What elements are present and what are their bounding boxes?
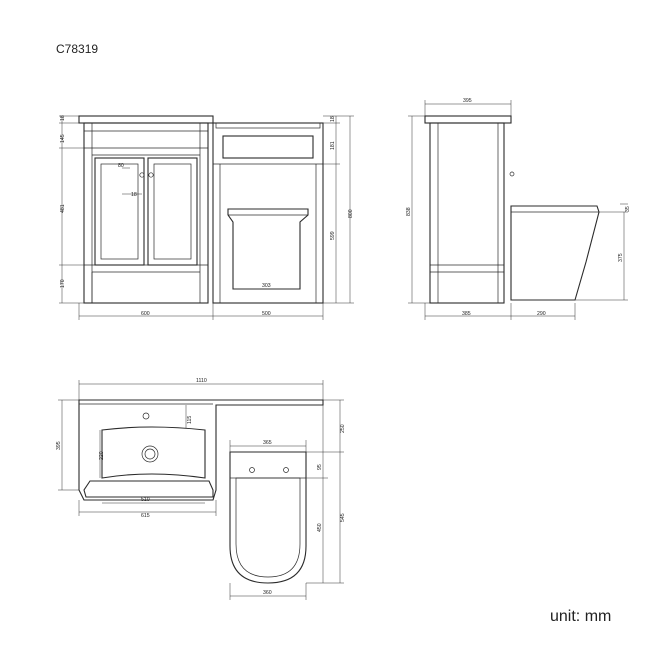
side-cabinet: [429, 122, 505, 304]
dim-pan-rim: 35: [625, 206, 631, 212]
dim-seat-length: 450: [317, 523, 323, 532]
dim-basin-width: 615: [141, 513, 150, 519]
dim-right-top-thickness: 18: [330, 116, 336, 122]
dim-side-height: 838: [406, 207, 412, 216]
dim-door-height: 481: [60, 204, 66, 213]
seat-hinge-left: [249, 467, 255, 473]
plan-view: [58, 380, 344, 600]
dim-overall-height: 800: [348, 209, 354, 218]
dim-toilet-unit-width: 500: [262, 311, 271, 317]
dim-drawer-height: 145: [60, 134, 66, 143]
tap-hole: [142, 412, 150, 420]
dim-basin-depth: 395: [56, 441, 62, 450]
right-door: [147, 157, 198, 266]
dim-unit-width: 600: [141, 311, 150, 317]
dim-seat-offset: 95: [317, 464, 323, 470]
pan-front: [227, 208, 309, 290]
dim-bowl-width: 510: [141, 497, 150, 503]
right-door-knob: [148, 172, 154, 178]
left-door-knob: [139, 172, 145, 178]
product-code: C78319: [56, 42, 99, 56]
basin-bowl: [101, 426, 206, 479]
left-door: [94, 157, 145, 266]
dim-handle-offset: 18: [131, 192, 137, 198]
vanity-body: [83, 122, 209, 304]
dim-pan-height: 375: [618, 253, 624, 262]
vanity-top: [78, 115, 214, 124]
dim-pan-projection: 290: [537, 311, 546, 317]
side-top: [424, 115, 512, 124]
seat-hinge-right: [283, 467, 289, 473]
dim-cabinet-depth: 385: [462, 311, 471, 317]
flush-button: [509, 171, 515, 177]
pan-side: [510, 205, 600, 301]
basin-front: [83, 480, 214, 498]
cistern-panel: [222, 135, 314, 159]
toilet-seat: [229, 451, 307, 584]
side-view: [408, 100, 628, 320]
dim-seat-base-width: 360: [263, 590, 272, 596]
drain-outer: [141, 445, 159, 463]
dim-tap-offset: 115: [187, 416, 193, 424]
drain-inner: [144, 448, 156, 460]
dim-seat-width: 365: [263, 440, 272, 446]
dim-pan-width: 303: [262, 283, 271, 289]
countertop-outline: [78, 399, 324, 501]
dim-bowl-depth: 220: [99, 451, 105, 460]
dim-leg-height: 170: [60, 279, 66, 288]
dim-side-depth: 395: [463, 98, 472, 104]
dim-right-depth: 250: [340, 424, 346, 433]
dim-right-lower-height: 599: [330, 231, 336, 240]
dim-overall-width: 1110: [196, 378, 207, 384]
dim-handle-gap: 80: [118, 163, 124, 169]
unit-label: unit: mm: [550, 608, 612, 625]
dim-right-panel-height: 181: [330, 141, 336, 150]
front-view: [59, 115, 354, 320]
dim-top-thickness: 18: [60, 115, 66, 121]
dim-overall-depth: 545: [340, 513, 346, 522]
toilet-unit-body: [212, 122, 324, 304]
